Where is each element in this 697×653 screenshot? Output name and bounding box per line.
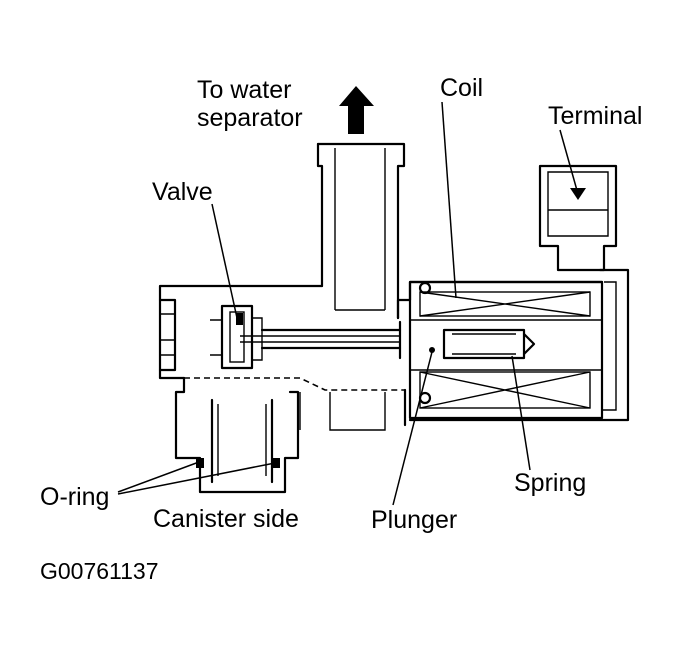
canister-inlet — [174, 376, 300, 494]
plunger-label: Plunger — [371, 506, 458, 534]
outlet-pipe — [316, 142, 406, 320]
o-ring-label: O-ring — [40, 483, 110, 511]
coil-label: Coil — [440, 74, 484, 102]
spring-label: Spring — [514, 469, 587, 497]
flow-arrow — [339, 86, 374, 134]
leader-lines — [117, 101, 579, 506]
plunger-core — [429, 328, 536, 360]
figure-code: G00761137 — [40, 558, 159, 584]
terminal-label: Terminal — [548, 102, 643, 130]
to-water-separator-label: To water separator — [197, 76, 303, 132]
valve-element — [210, 304, 263, 370]
plunger-rod — [240, 320, 402, 360]
valve-label: Valve — [152, 178, 213, 206]
canister-side-label: Canister side — [153, 505, 299, 533]
coil-housing — [408, 280, 604, 420]
terminal-connector — [408, 164, 630, 422]
